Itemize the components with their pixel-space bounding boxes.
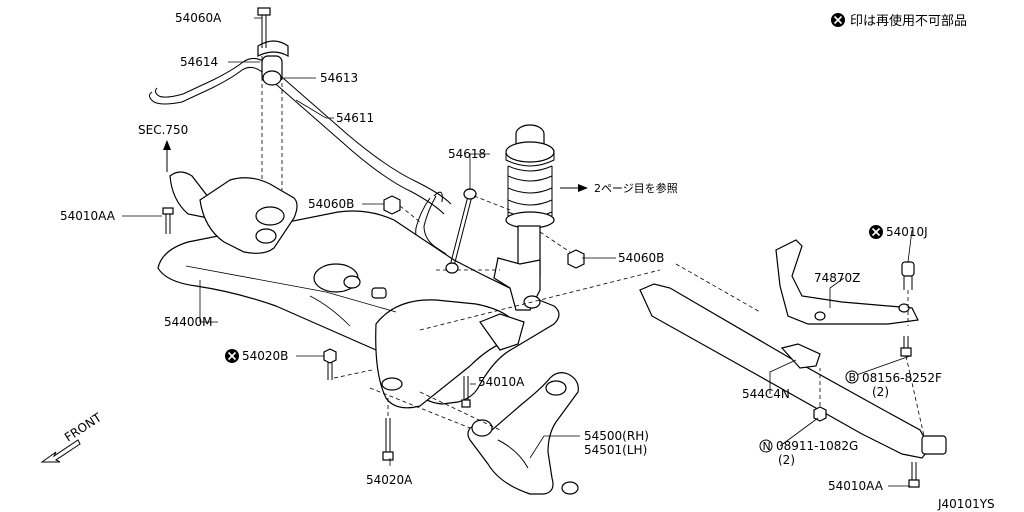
front-arrow <box>40 439 81 463</box>
label-08156: 08156-8252F <box>862 371 942 385</box>
sec750-arrow <box>163 140 171 172</box>
lower-control-arm-drawing <box>369 372 579 495</box>
label-54010aa-left: 54010AA <box>60 209 116 223</box>
legend-text: 印は再使用不可部品 <box>850 13 967 29</box>
label-54618: 54618 <box>448 147 486 161</box>
label-74870z: 74870Z <box>814 271 860 285</box>
front-subframe-drawing <box>157 171 560 409</box>
label-54501: 54501(LH) <box>584 443 647 457</box>
label-54613: 54613 <box>320 71 358 85</box>
bolt-54010aa-right-drawing <box>908 462 920 488</box>
label-08156-qty: (2) <box>872 385 889 399</box>
label-54020b: 54020B <box>242 349 288 363</box>
bolt-54010a-drawing <box>461 376 471 408</box>
leader-lines <box>122 17 913 487</box>
page2-arrow <box>560 184 588 192</box>
badge-n: N <box>763 440 771 453</box>
badge-b: B <box>849 371 857 384</box>
label-ref-page2: 2ページ目を参照 <box>594 181 678 195</box>
label-54010a: 54010A <box>478 375 525 389</box>
diagram-id: J40101YS <box>937 497 995 511</box>
nut-54060b-upper-drawing <box>383 195 421 223</box>
nut-08911-drawing <box>813 368 827 422</box>
label-54060b-right: 54060B <box>618 251 664 265</box>
label-front: FRONT <box>62 410 105 444</box>
label-54611: 54611 <box>336 111 374 125</box>
bolt-08156-drawing <box>900 336 925 437</box>
part-labels: 54060A 54614 54613 54611 SEC.750 54618 5… <box>60 11 995 511</box>
label-54060b-upper: 54060B <box>308 197 354 211</box>
legend: 印は再使用不可部品 <box>831 13 967 29</box>
label-08911-qty: (2) <box>778 453 795 467</box>
label-54020a: 54020A <box>366 473 413 487</box>
bolt-54020a-drawing <box>382 398 394 461</box>
bracket-74870z-drawing <box>775 239 919 325</box>
bolt-54010j-drawing <box>901 261 915 326</box>
label-54060a: 54060A <box>175 11 222 25</box>
label-sec750: SEC.750 <box>138 123 188 137</box>
label-54010aa-right: 54010AA <box>828 479 884 493</box>
nut-54060b-right-drawing <box>567 249 585 269</box>
label-54010j: 54010J <box>886 225 928 239</box>
strut-assembly-drawing <box>436 124 571 311</box>
label-08911: 08911-1082G <box>776 439 858 453</box>
label-54614: 54614 <box>180 55 218 69</box>
label-544c4n: 544C4N <box>742 387 790 401</box>
label-54500: 54500(RH) <box>584 429 649 443</box>
bushing-clamp-drawing <box>257 7 289 190</box>
bolt-54010aa-left-drawing <box>162 207 174 234</box>
rear-gusset-member-drawing <box>419 263 947 459</box>
label-54400m: 54400M <box>164 315 213 329</box>
bolt-54020b-drawing <box>323 348 373 380</box>
